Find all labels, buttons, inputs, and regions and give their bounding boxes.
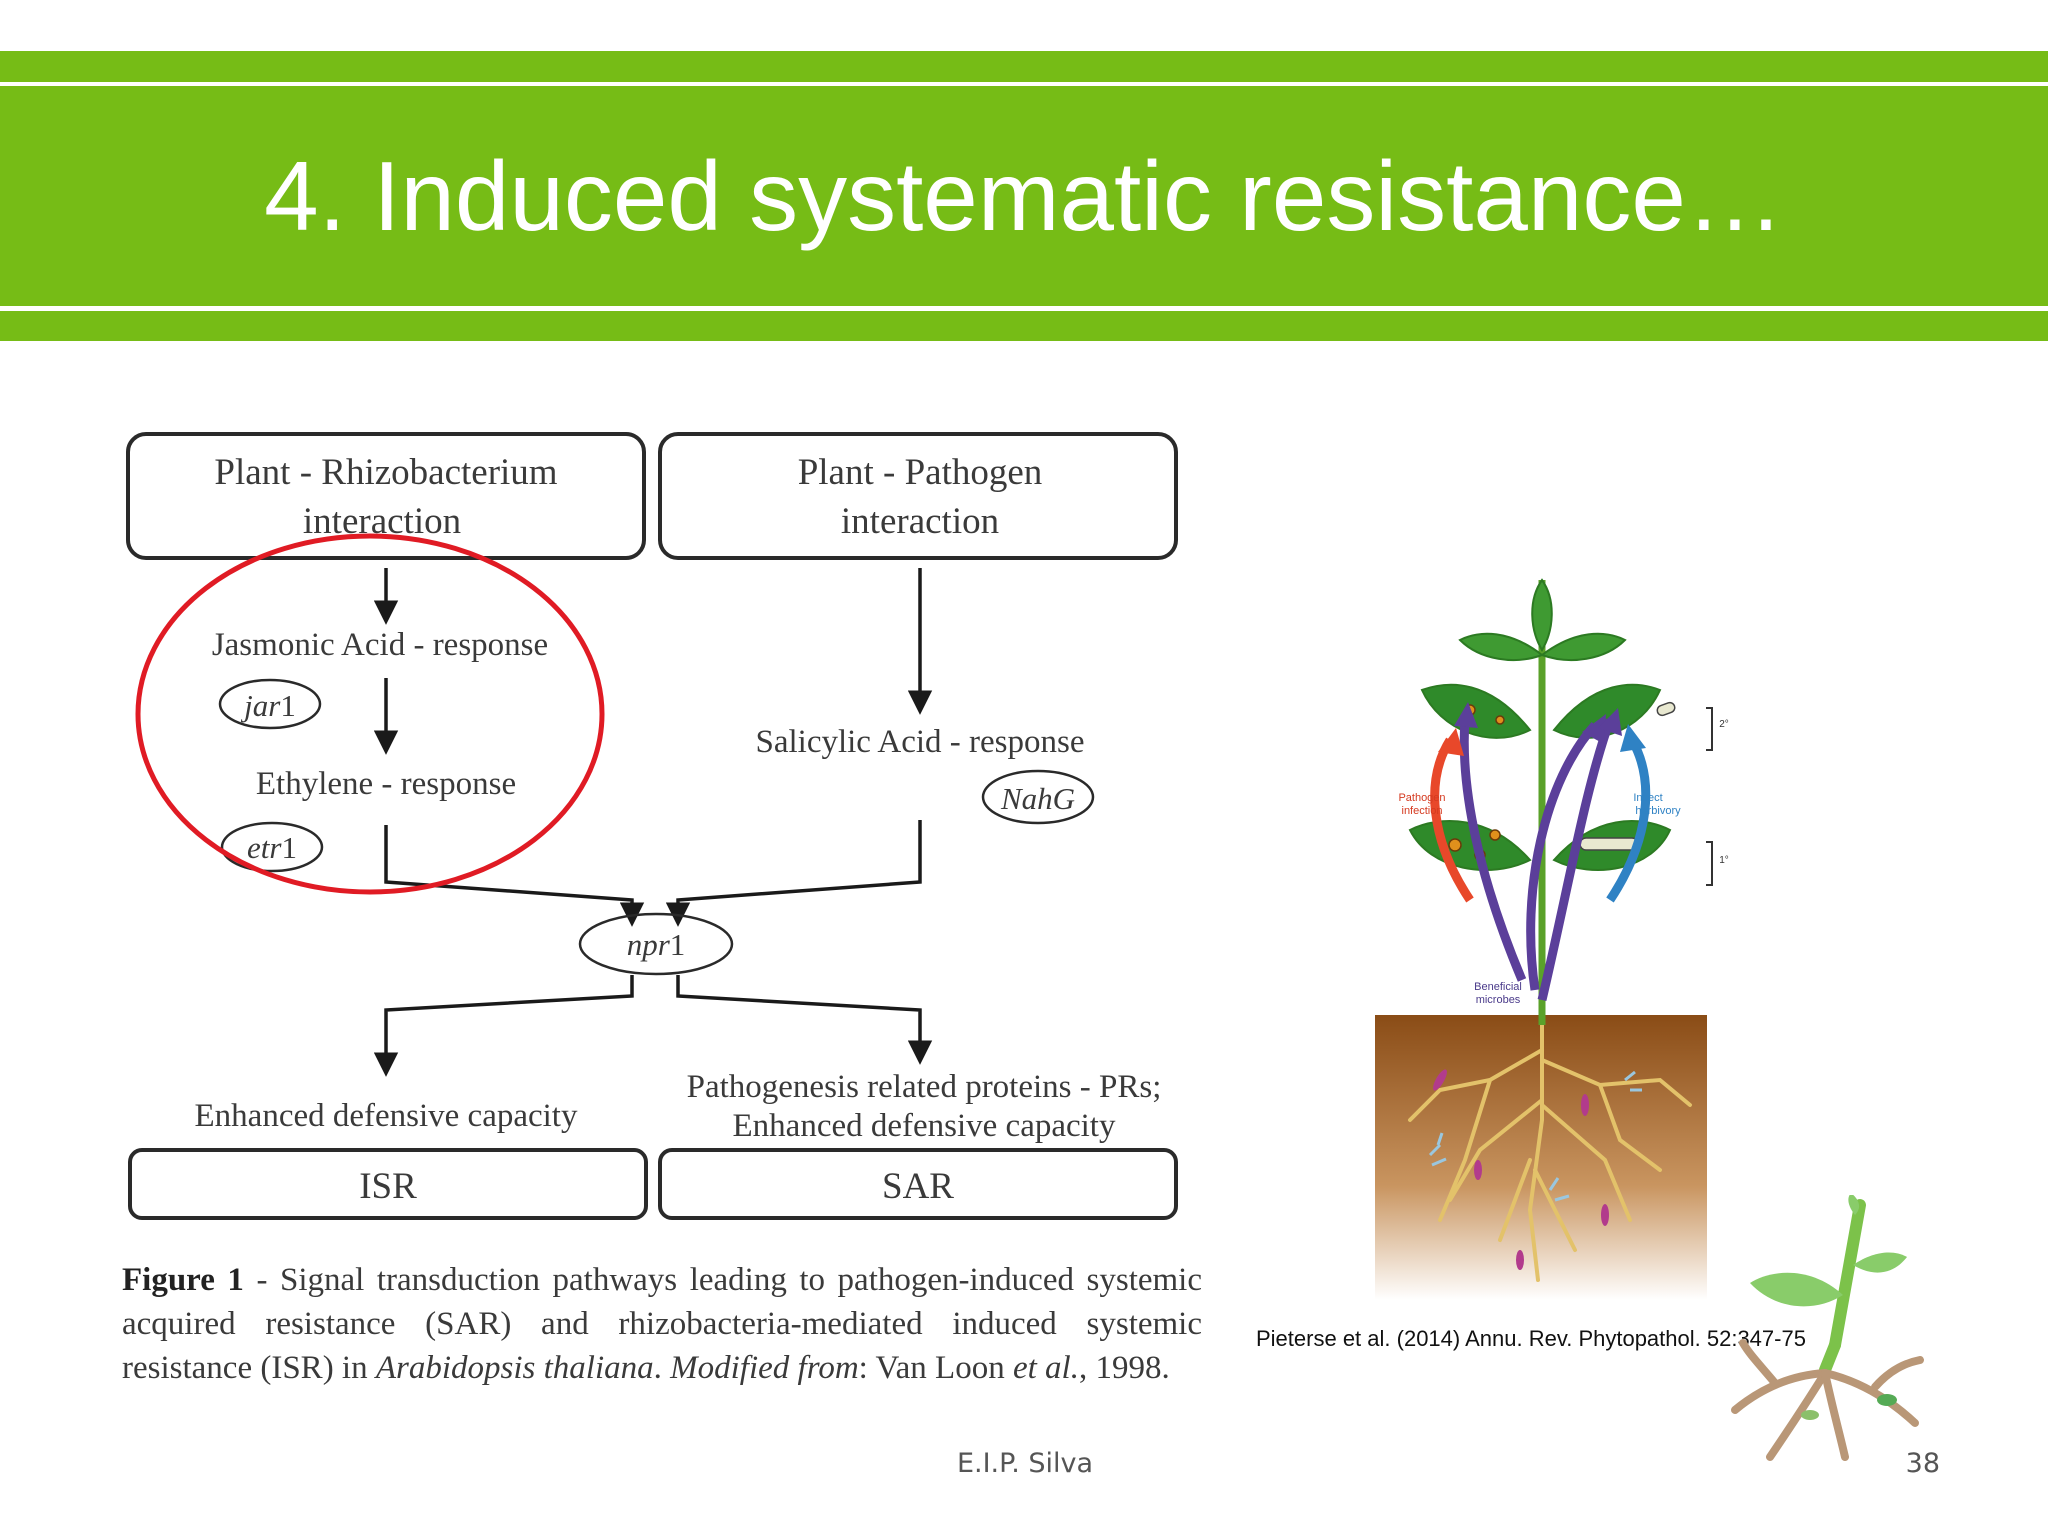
- label-microbes-1: Beneficial: [1474, 981, 1522, 993]
- box-isr: [128, 1148, 648, 1220]
- box-right-line1: Plant - Pathogen: [798, 452, 1043, 493]
- caterpillar-icons: [1579, 701, 1676, 851]
- label-insect-1: Insect: [1633, 792, 1662, 804]
- signal-pathway-diagram: Plant - Rhizobacterium interaction Plant…: [126, 432, 1178, 1220]
- isr-label: ISR: [359, 1166, 417, 1207]
- arrow-sa-to-npr1: [665, 820, 922, 927]
- label-insect-2: herbivory: [1635, 805, 1681, 817]
- etr1-label: etr1: [247, 830, 297, 865]
- figure-label: Figure 1: [122, 1262, 244, 1298]
- highlight-circle: [135, 533, 605, 895]
- seedling-logo-icon: [1731, 1195, 1924, 1461]
- ja-response: Jasmonic Acid - response: [212, 627, 548, 663]
- npr1-label: npr1: [627, 927, 686, 962]
- jar1-mutant: [218, 678, 322, 730]
- box-sar: [658, 1148, 1178, 1220]
- header-band: [0, 86, 2048, 306]
- arrow-npr1-to-sar: [676, 975, 933, 1065]
- arrow-ethylene-to-npr1: [384, 825, 645, 927]
- sar-label: SAR: [882, 1166, 954, 1207]
- etr1-mutant: [220, 821, 324, 873]
- species-name: Arabidopsis thaliana: [375, 1350, 654, 1386]
- label-microbes-2: microbes: [1476, 994, 1521, 1006]
- bracket-marks: [1706, 707, 1713, 886]
- box-left-line1: Plant - Rhizobacterium: [214, 452, 557, 493]
- box-plant-pathogen: [658, 432, 1178, 560]
- nahg-label: NahG: [1000, 781, 1075, 816]
- pr-proteins-line2: Enhanced defensive capacity: [733, 1108, 1116, 1144]
- root-microbes: [1433, 1069, 1609, 1270]
- footer-author: E.I.P. Silva: [956, 1448, 1094, 1479]
- header-band-thin-top: [0, 51, 2048, 82]
- jar1-label: jar1: [240, 688, 296, 723]
- label-primary: 1°: [1719, 855, 1729, 866]
- arrow-heads: [1438, 702, 1646, 756]
- nahg-mutant: [981, 769, 1095, 825]
- label-secondary: 2°: [1719, 719, 1729, 730]
- figure-caption: Figure 1 - Signal transduction pathways …: [122, 1262, 1202, 1386]
- signal-arrows: [1430, 718, 1651, 1002]
- page-number: 38: [1905, 1448, 1940, 1479]
- box-plant-rhizobacterium: [126, 432, 646, 560]
- pr-proteins-line1: Pathogenesis related proteins - PRs;: [687, 1069, 1162, 1105]
- figure-citation: Pieterse et al. (2014) Annu. Rev. Phytop…: [1256, 1326, 1806, 1351]
- slide-title: 4. Induced systematic resistance…: [264, 140, 1784, 251]
- box-right-line2: interaction: [841, 501, 999, 542]
- plant-illustration: Pathogen infection Insect herbivory Bene…: [1375, 578, 1729, 1300]
- sa-response: Salicylic Acid - response: [755, 724, 1084, 760]
- label-pathogen-1: Pathogen: [1398, 792, 1445, 804]
- root-system: [1408, 1013, 1692, 1282]
- root-microbes-blue: [1428, 1070, 1642, 1202]
- header-band-thin-bottom: [0, 311, 2048, 341]
- arrow-npr1-to-isr: [373, 975, 634, 1077]
- label-pathogen-2: infection: [1402, 805, 1443, 817]
- ethylene-response: Ethylene - response: [256, 766, 516, 802]
- npr1-node: [578, 912, 734, 976]
- enhanced-defensive-left: Enhanced defensive capacity: [195, 1098, 578, 1134]
